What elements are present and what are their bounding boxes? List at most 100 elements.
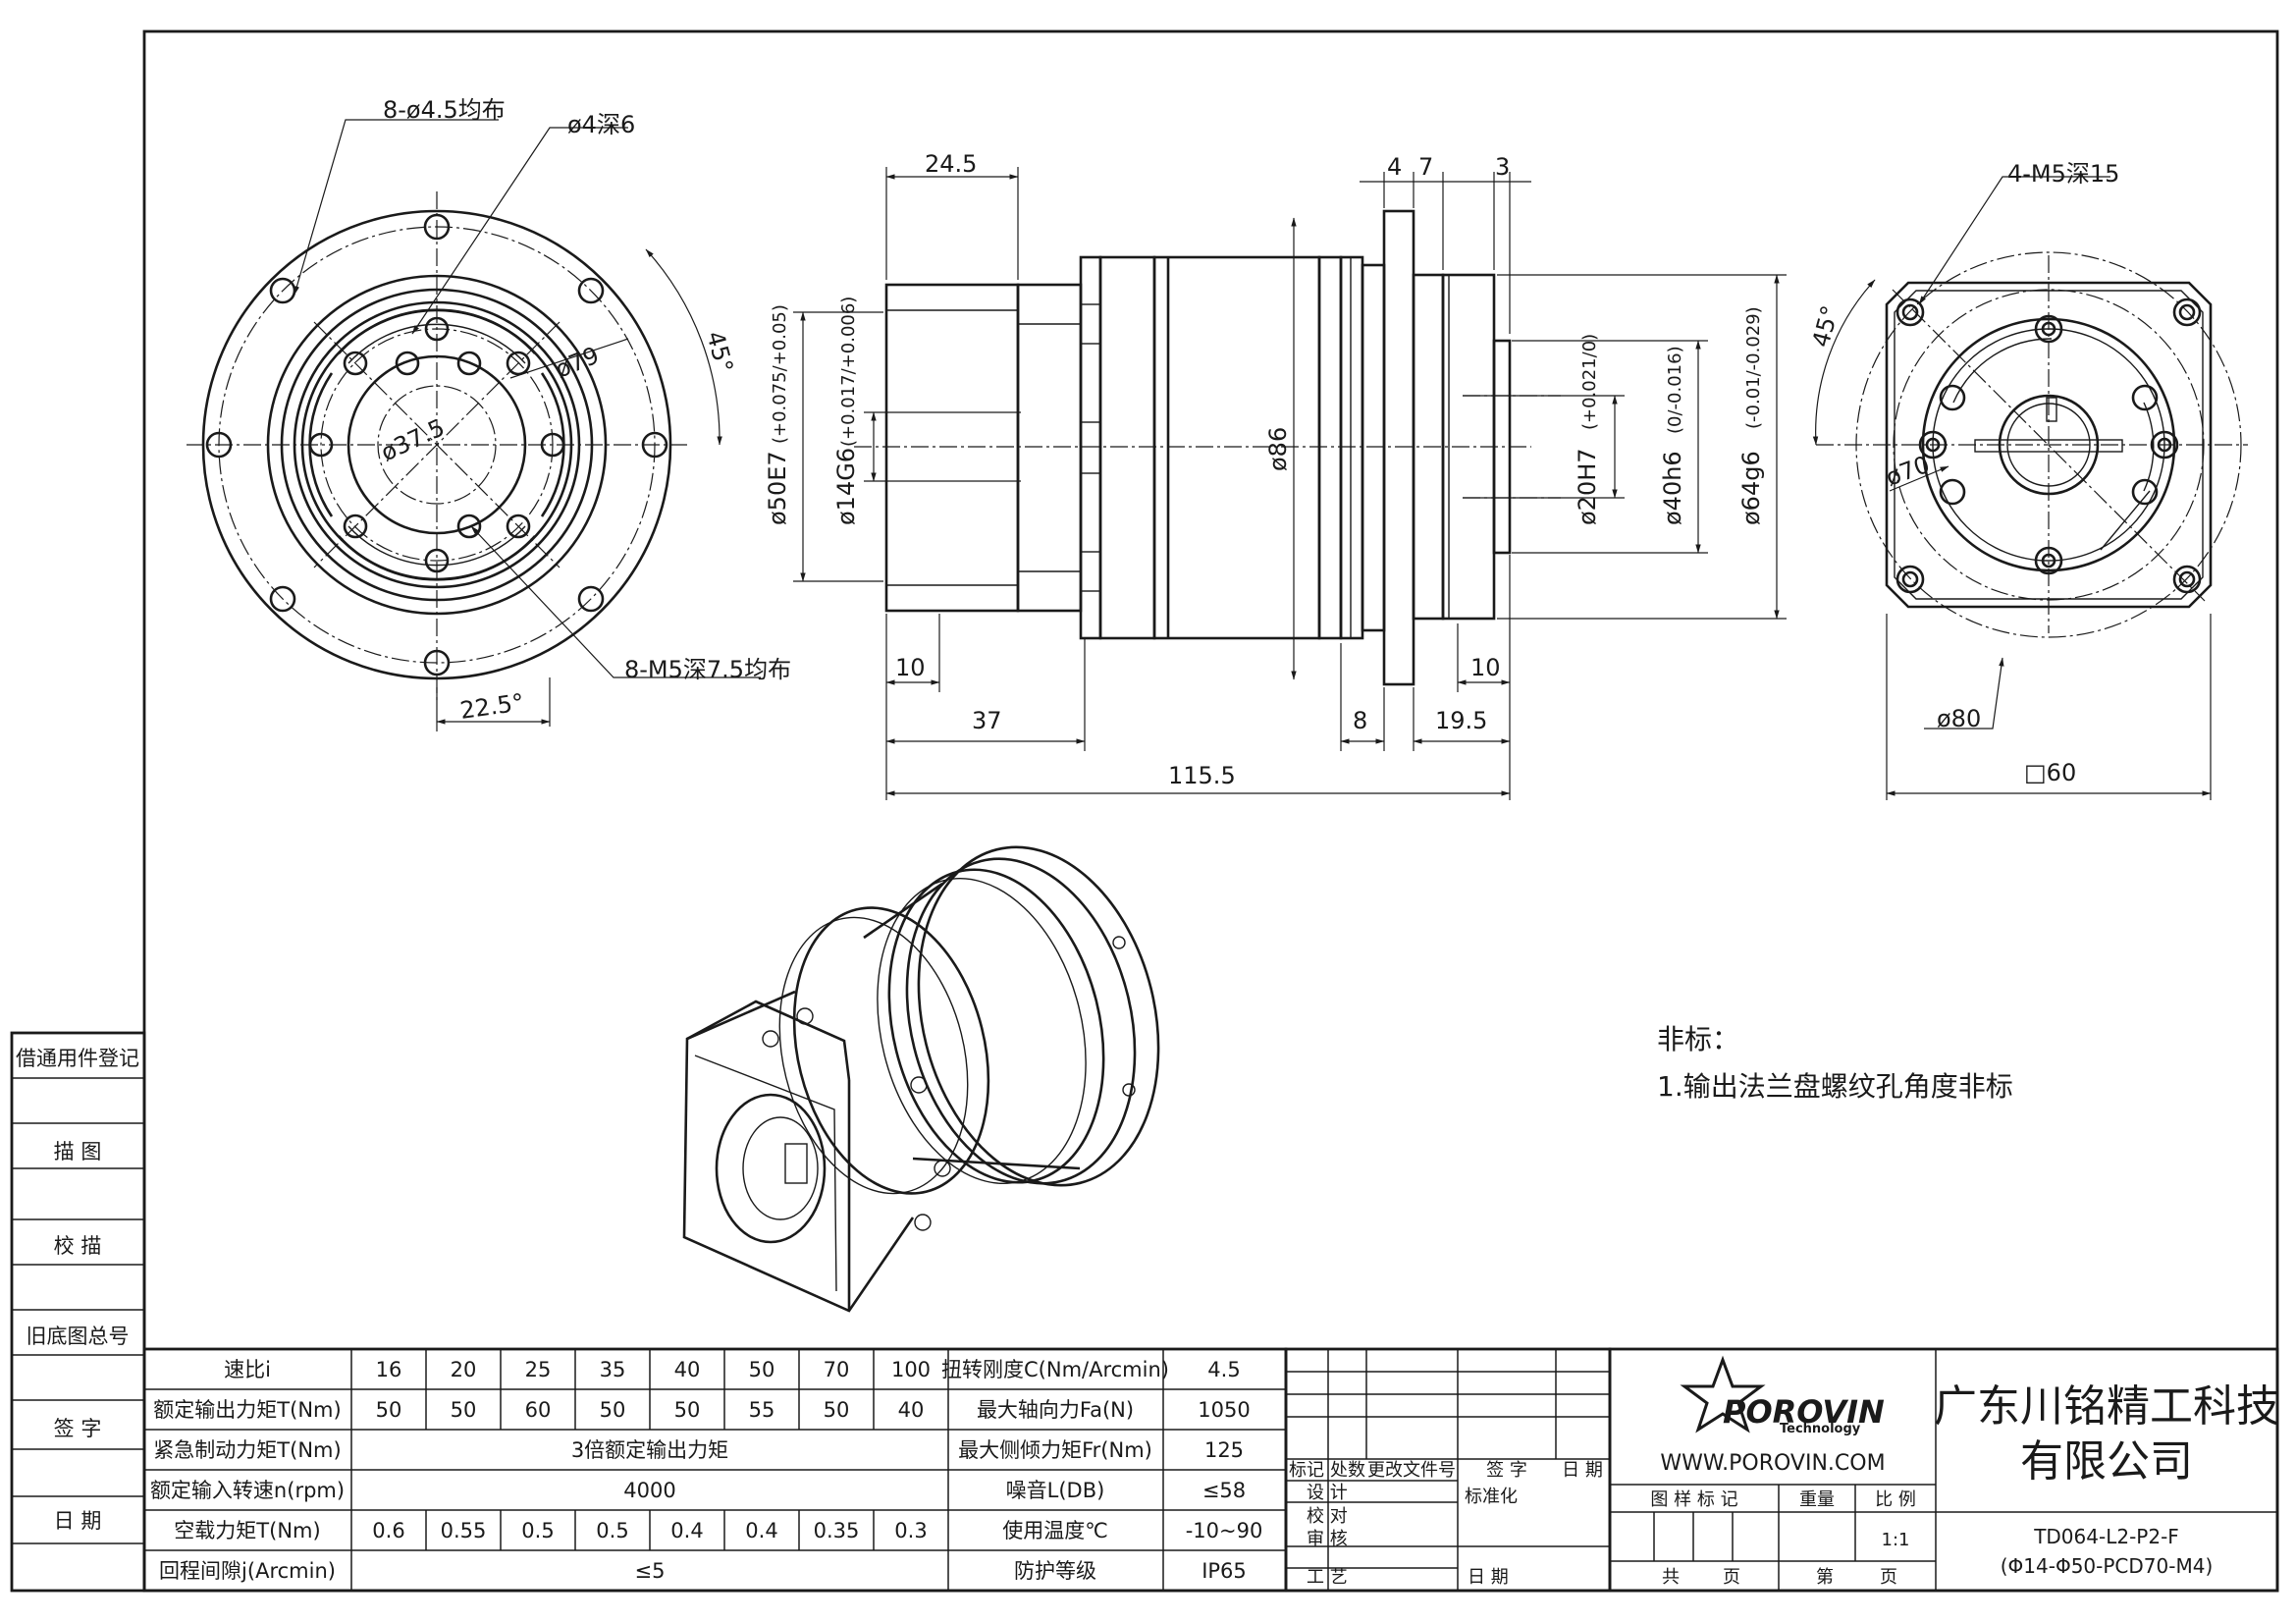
spec-backlash-value: ≤5 [635, 1559, 666, 1583]
spec-right-label: 最大轴向力Fa(N) [977, 1398, 1134, 1422]
dim-115-5: 115.5 [1168, 762, 1236, 789]
rev-mark-label: 标记 [1289, 1460, 1324, 1481]
dim-d40-tol: (0/-0.016) [1665, 346, 1685, 434]
notes-item-1: 1.输出法兰盘螺纹孔角度非标 [1657, 1070, 2013, 1103]
rear-d80-label: ø80 [1937, 705, 1981, 732]
dim-d14: ø14G6 [832, 448, 860, 525]
spec-torque-cell: 50 [451, 1398, 477, 1422]
spec-right-label: 噪音L(DB) [1006, 1479, 1105, 1502]
dim-d50-tol: (+0.075/+0.05) [770, 304, 790, 444]
drawing-mark-label: 图 样 标 记 [1650, 1489, 1737, 1510]
strip-date: 日 期 [54, 1509, 102, 1533]
model-number: TD064-L2-P2-F [2033, 1525, 2179, 1548]
pcd-37-5-label: ø37.5 [377, 413, 450, 466]
spec-rated-torque-label: 额定输出力矩T(Nm) [153, 1398, 341, 1422]
spec-right-value: 4.5 [1207, 1358, 1240, 1381]
spec-ratio-cell: 20 [451, 1358, 477, 1381]
spec-noload-cell: 0.5 [521, 1519, 554, 1542]
spec-right-label: 最大侧倾力矩Fr(Nm) [958, 1438, 1152, 1462]
spec-speed-value: 4000 [623, 1479, 675, 1502]
dim-d40: ø40h6 [1659, 451, 1686, 525]
rear-angle-45-label: 45° [1807, 302, 1844, 350]
spec-noload-cell: 0.5 [596, 1519, 628, 1542]
holes-thread-label: 8-M5深7.5均布 [624, 656, 791, 683]
spec-ratio-cell: 50 [749, 1358, 775, 1381]
strip-signature: 签 字 [54, 1417, 102, 1440]
spec-right-label: 使用温度℃ [1002, 1519, 1108, 1542]
spec-ratio-cell: 70 [824, 1358, 850, 1381]
spec-noload-cell: 0.6 [372, 1519, 404, 1542]
rev-sign-label: 签 字 [1486, 1460, 1527, 1481]
spec-right-value: -10~90 [1186, 1519, 1263, 1542]
dim-d50: ø50E7 [764, 451, 791, 525]
spec-emergency-label: 紧急制动力矩T(Nm) [153, 1438, 341, 1462]
rev-review-label: 审 核 [1307, 1529, 1348, 1549]
hole-small-label: ø4深6 [567, 111, 635, 138]
dim-3: 3 [1495, 153, 1510, 181]
spec-noload-cell: 0.4 [745, 1519, 777, 1542]
rear-view: 4-M5深15 45° ø70 ø80 □60 [1807, 160, 2248, 800]
company-name-line2: 有限公司 [2020, 1436, 2193, 1487]
dim-d14-tol: (+0.017/+0.006) [838, 297, 859, 447]
drawing-border [142, 29, 2279, 1593]
rev-process-label: 工 艺 [1307, 1567, 1348, 1588]
website-text: WWW.POROVIN.COM [1660, 1451, 1885, 1476]
spec-torque-cell: 55 [749, 1398, 775, 1422]
side-view: 24.5 4 7 3 ø50E7 (+0.075/+0.05) ø14G6 (+… [764, 150, 1787, 800]
revision-block: 标记 处数 更改文件号 签 字 日 期 设 计 校 对 审 核 工 艺 标准化 … [1284, 1347, 1612, 1593]
rear-holes-label: 4-M5深15 [2007, 160, 2119, 188]
star-logo-icon [1680, 1355, 1766, 1434]
rev-count-label: 处数 [1330, 1460, 1365, 1481]
spec-right-value: 125 [1204, 1438, 1244, 1462]
scale-value: 1:1 [1882, 1530, 1910, 1550]
rev-standard-label: 标准化 [1465, 1487, 1518, 1507]
spec-speed-label: 额定输入转速n(rpm) [150, 1479, 345, 1502]
angle-45-front-label: 45° [701, 328, 738, 375]
page-label-1: 页 [1723, 1567, 1740, 1588]
spec-right-value: IP65 [1201, 1559, 1247, 1583]
logo-text: POROVIN [1723, 1393, 1885, 1431]
dim-d64-tol: (-0.01/-0.029) [1743, 306, 1764, 429]
spec-torque-cell: 50 [824, 1398, 850, 1422]
spec-table: 速比i 额定输出力矩T(Nm) 紧急制动力矩T(Nm) 额定输入转速n(rpm)… [142, 1347, 1288, 1593]
left-record-strip: 借通用件登记 描 图 校 描 旧底图总号 签 字 日 期 [10, 1031, 146, 1593]
rear-d70-label: ø70 [1882, 451, 1933, 492]
page-label-2: 页 [1880, 1567, 1897, 1588]
title-block: POROVIN Technology WWW.POROVIN.COM 广东川铭精… [1608, 1347, 2279, 1593]
weight-label: 重量 [1799, 1489, 1835, 1510]
spec-right-value: 1050 [1198, 1398, 1250, 1422]
nth-label: 第 [1816, 1567, 1834, 1588]
spec-ratio-cell: 16 [376, 1358, 402, 1381]
spec-ratio-cell: 40 [674, 1358, 701, 1381]
strip-old-drawing-no: 旧底图总号 [27, 1325, 130, 1348]
dim-8: 8 [1353, 707, 1367, 734]
dim-10-left: 10 [895, 654, 926, 681]
spec-torque-cell: 50 [674, 1398, 701, 1422]
spec-noload-cell: 0.4 [670, 1519, 703, 1542]
scale-label: 比 例 [1875, 1489, 1916, 1510]
dim-d86: ø86 [1264, 427, 1292, 471]
rev-doc-label: 更改文件号 [1367, 1460, 1456, 1481]
spec-ratio-cell: 35 [600, 1358, 626, 1381]
logo-subtitle: Technology [1780, 1422, 1861, 1436]
model-spec: (Φ14-Φ50-PCD70-M4) [2001, 1554, 2214, 1578]
rev-design-label: 设 计 [1307, 1483, 1348, 1503]
rear-sq60-label: □60 [2024, 759, 2076, 786]
dim-4: 4 [1387, 153, 1402, 181]
strip-borrow-register: 借通用件登记 [16, 1047, 139, 1070]
dim-d20: ø20H7 [1574, 448, 1601, 525]
front-view: 8-ø4.5均布 ø4深6 8-M5深7.5均布 ø79 ø37.5 45° 2… [187, 96, 791, 731]
isometric-view [682, 845, 1160, 1313]
strip-trace-check: 校 描 [54, 1234, 102, 1258]
dim-7: 7 [1418, 153, 1433, 181]
dim-19-5: 19.5 [1435, 707, 1487, 734]
spec-ratio-cell: 100 [891, 1358, 931, 1381]
angle-22-5-label: 22.5° [458, 688, 526, 725]
dim-d64: ø64g6 [1737, 451, 1765, 525]
rev-date-label: 日 期 [1562, 1460, 1603, 1481]
spec-noload-cell: 0.35 [814, 1519, 860, 1542]
spec-torque-cell: 50 [376, 1398, 402, 1422]
spec-emergency-value: 3倍额定输出力矩 [571, 1438, 728, 1462]
spec-right-label: 扭转刚度C(Nm/Arcmin) [941, 1358, 1169, 1381]
